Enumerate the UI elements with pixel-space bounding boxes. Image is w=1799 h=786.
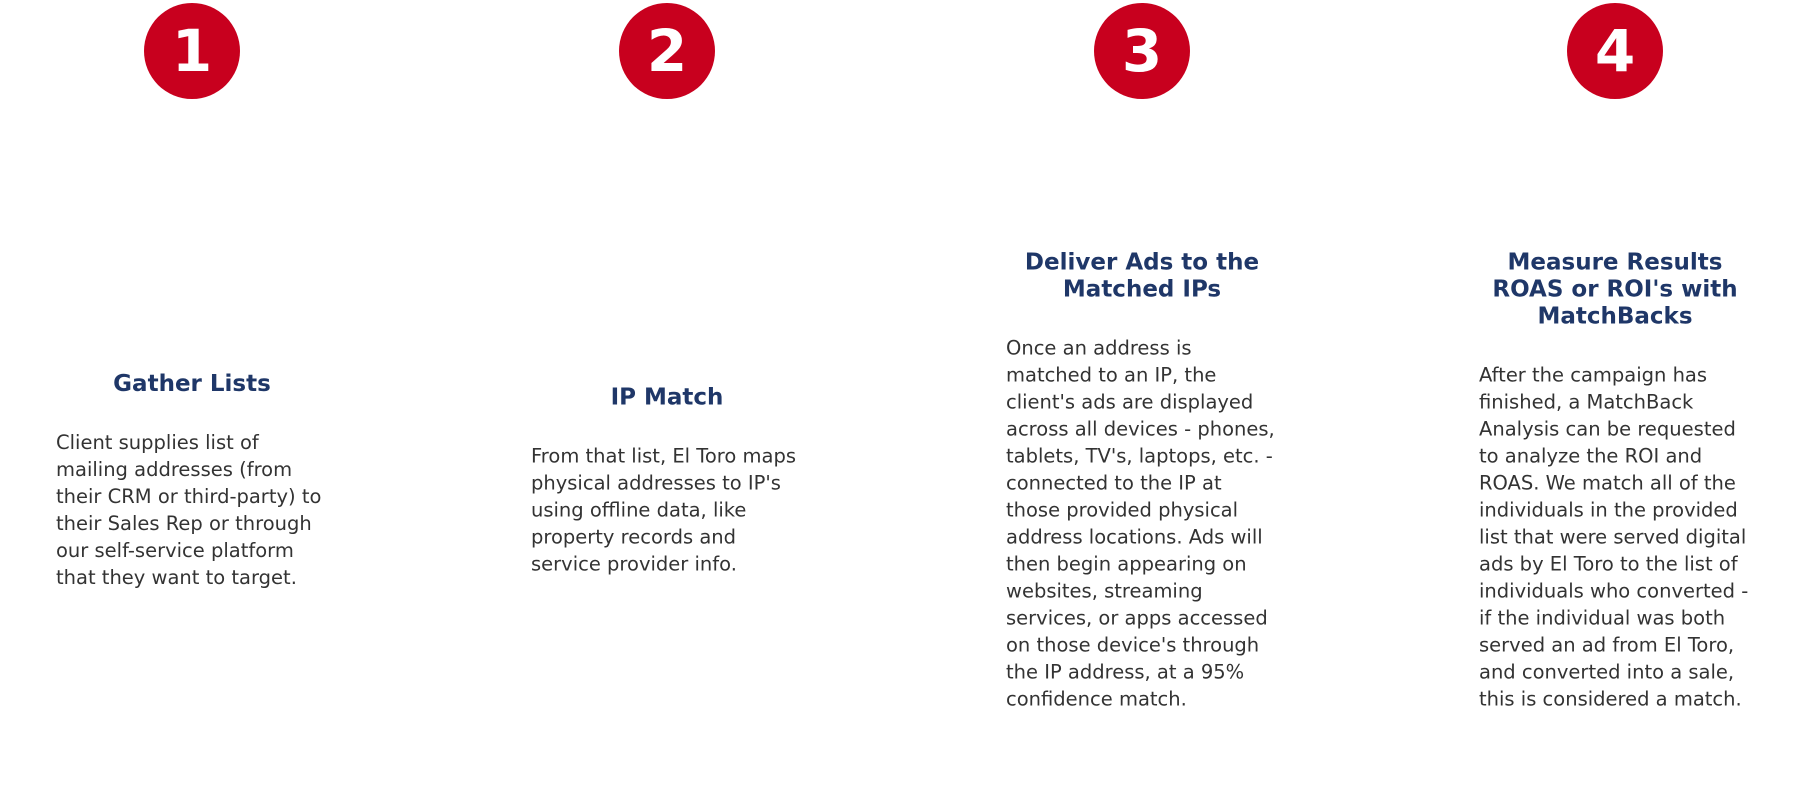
step-text: Gather Lists Client supplies list of mai…	[56, 371, 328, 591]
step-1: 1 Gather Lists Client supplies list of m…	[32, 0, 352, 786]
step-text: Measure Results ROAS or ROI's with Match…	[1479, 250, 1751, 713]
step-4: 4 Measure Results ROAS or ROI's with Mat…	[1455, 0, 1775, 786]
step-description: After the campaign has finished, a Match…	[1479, 363, 1749, 711]
step-2: 2 IP Match From that list, El Toro maps …	[507, 0, 827, 786]
step-3: 3 Deliver Ads to the Matched IPs Once an…	[982, 0, 1302, 786]
step-text: IP Match From that list, El Toro maps ph…	[531, 385, 803, 578]
step-description: Client supplies list of mailing addresse…	[56, 431, 322, 589]
step-description: Once an address is matched to an IP, the…	[1006, 336, 1275, 711]
step-title: Measure Results ROAS or ROI's with Match…	[1492, 249, 1738, 330]
step-title: IP Match	[610, 384, 724, 411]
step-text: Deliver Ads to the Matched IPs Once an a…	[1006, 250, 1278, 713]
step-number-badge: 3	[1094, 3, 1190, 99]
step-title: Gather Lists	[113, 371, 271, 397]
step-number-badge: 1	[144, 3, 240, 99]
step-number-badge: 4	[1567, 3, 1663, 99]
step-number-badge: 2	[619, 3, 715, 99]
step-description: From that list, El Toro maps physical ad…	[531, 444, 797, 576]
step-title: Deliver Ads to the Matched IPs	[1024, 249, 1260, 303]
